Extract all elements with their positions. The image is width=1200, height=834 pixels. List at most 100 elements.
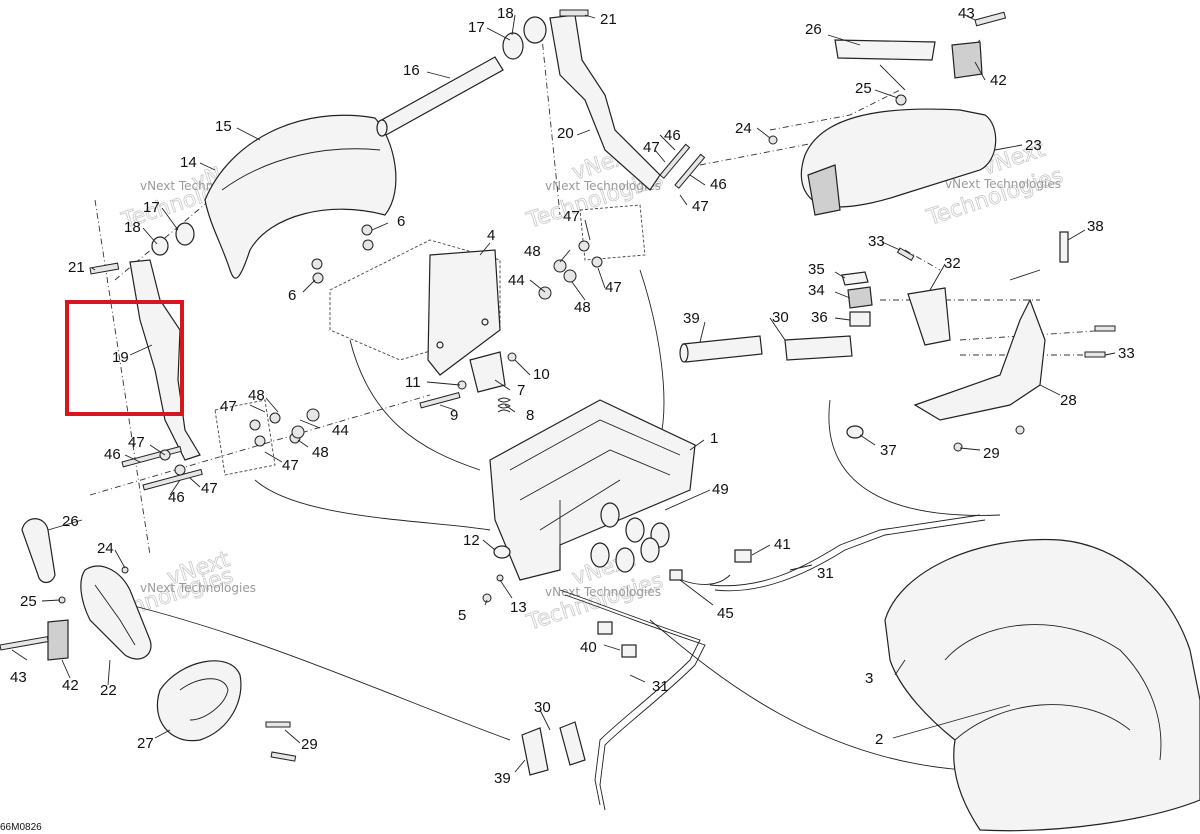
cap-27 — [156, 660, 242, 742]
callout-44: 44 — [332, 422, 349, 439]
callout-26: 26 — [805, 21, 822, 38]
clamps-49 — [590, 502, 670, 573]
callout-15: 15 — [215, 118, 232, 135]
callout-47: 47 — [643, 139, 660, 156]
callout-39: 39 — [494, 770, 511, 787]
spring-8 — [497, 397, 511, 413]
callout-48: 48 — [524, 243, 541, 260]
callout-2: 2 — [875, 731, 883, 748]
callout-14: 14 — [180, 154, 197, 171]
callout-29: 29 — [301, 736, 318, 753]
grommet-12 — [493, 545, 511, 559]
callout-16: 16 — [403, 62, 420, 79]
callout-36: 36 — [811, 309, 828, 326]
callout-44: 44 — [508, 272, 525, 289]
callout-18: 18 — [497, 5, 514, 22]
callout-43: 43 — [10, 669, 27, 686]
callout-24: 24 — [735, 120, 752, 137]
callout-39: 39 — [683, 310, 700, 327]
bracket-7 — [469, 351, 506, 393]
callout-47: 47 — [128, 434, 145, 451]
callout-19: 19 — [112, 349, 129, 366]
callout-6: 6 — [397, 213, 405, 230]
callout-30: 30 — [772, 309, 789, 326]
watermark-text: vNext Technologies — [945, 177, 1061, 191]
callout-30: 30 — [534, 699, 551, 716]
callout-46: 46 — [104, 446, 121, 463]
callout-46: 46 — [710, 176, 727, 193]
support-arm-19 — [129, 259, 201, 461]
callout-25: 25 — [20, 593, 37, 610]
mounting-plate-4 — [427, 249, 501, 376]
watermark-text: vNext Technologies — [545, 179, 661, 193]
highlight-box — [65, 300, 184, 416]
callout-9: 9 — [450, 407, 458, 424]
callout-47: 47 — [220, 398, 237, 415]
callout-46: 46 — [168, 489, 185, 506]
wiring-harness — [559, 514, 986, 811]
callout-40: 40 — [580, 639, 597, 656]
callout-12: 12 — [463, 532, 480, 549]
reference-code: 66M0826 — [0, 822, 42, 833]
callout-49: 49 — [712, 481, 729, 498]
callout-18: 18 — [124, 219, 141, 236]
callout-32: 32 — [944, 255, 961, 272]
callout-33: 33 — [1118, 345, 1135, 362]
watermark-text: vNext Technologies — [140, 581, 256, 595]
fasteners — [0, 9, 1116, 762]
connector-38 — [1059, 231, 1069, 263]
callout-37: 37 — [880, 442, 897, 459]
callout-13: 13 — [510, 599, 527, 616]
callout-21: 21 — [68, 259, 85, 276]
handle-22 — [80, 565, 152, 660]
callout-47: 47 — [563, 208, 580, 225]
flow-arrows — [129, 64, 1041, 771]
callout-31: 31 — [817, 565, 834, 582]
grips — [521, 335, 853, 776]
callout-42: 42 — [990, 72, 1007, 89]
callout-24: 24 — [97, 540, 114, 557]
callout-26: 26 — [62, 513, 79, 530]
callout-35: 35 — [808, 261, 825, 278]
callout-29: 29 — [983, 445, 1000, 462]
callout-47: 47 — [282, 457, 299, 474]
seat-cover-3 — [884, 538, 1200, 832]
callout-47: 47 — [201, 480, 218, 497]
callout-34: 34 — [808, 282, 825, 299]
rod-16 — [376, 56, 504, 137]
callout-4: 4 — [487, 227, 495, 244]
callout-21: 21 — [600, 11, 617, 28]
callout-31: 31 — [652, 678, 669, 695]
callout-47: 47 — [692, 198, 709, 215]
callout-22: 22 — [100, 682, 117, 699]
callout-46: 46 — [664, 127, 681, 144]
clip-37 — [846, 425, 864, 439]
callout-33: 33 — [868, 233, 885, 250]
callout-8: 8 — [526, 407, 534, 424]
callout-48: 48 — [574, 299, 591, 316]
console-housing-1 — [489, 399, 696, 581]
callout-27: 27 — [137, 735, 154, 752]
callout-leaders — [11, 14, 1116, 773]
assembly-lines — [89, 17, 1111, 556]
handlebar-bracket-28 — [913, 298, 1046, 421]
callout-17: 17 — [468, 19, 485, 36]
callout-38: 38 — [1087, 218, 1104, 235]
callout-3: 3 — [865, 670, 873, 687]
callout-10: 10 — [533, 366, 550, 383]
callout-17: 17 — [143, 199, 160, 216]
switch-housing-32 — [907, 287, 951, 346]
callout-42: 42 — [62, 677, 79, 694]
callout-41: 41 — [774, 536, 791, 553]
fairing-panel-15 — [204, 114, 397, 279]
callout-7: 7 — [517, 382, 525, 399]
callout-5: 5 — [458, 607, 466, 624]
callout-6: 6 — [288, 287, 296, 304]
callout-1: 1 — [710, 430, 718, 447]
switch-34-35-36 — [841, 271, 873, 327]
callout-45: 45 — [717, 605, 734, 622]
callout-48: 48 — [312, 444, 329, 461]
callout-11: 11 — [405, 374, 421, 391]
handle-23 — [800, 108, 997, 216]
